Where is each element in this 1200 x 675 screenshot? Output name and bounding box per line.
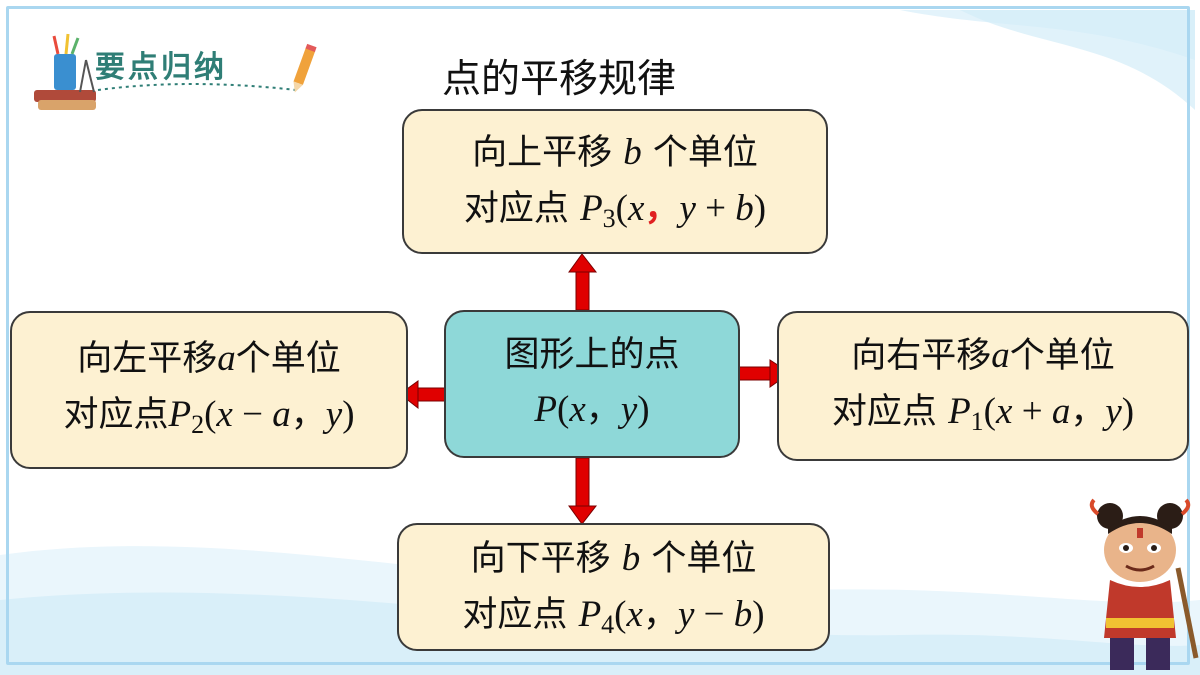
center-x: x xyxy=(569,388,586,430)
left-comma: ， xyxy=(290,394,326,435)
up-op: + xyxy=(695,187,736,229)
center-comma: ， xyxy=(585,389,621,430)
box-right-line2: 对应点 P1(x + a，y) xyxy=(779,384,1187,440)
left-text-post: 个单位 xyxy=(235,339,341,379)
left-text-pre: 向左平移 xyxy=(77,339,218,379)
down-subscript: 4 xyxy=(601,609,615,639)
right-subscript: 1 xyxy=(970,406,984,436)
down-point: P xyxy=(578,593,602,635)
box-translate-left: 向左平移a个单位 对应点P2(x − a，y) xyxy=(10,311,408,469)
down-x: x xyxy=(626,593,643,635)
box-center-point: 图形上的点 P(x，y) xyxy=(444,310,740,458)
page-title: 点的平移规律 xyxy=(442,57,677,102)
right-paren-close: ) xyxy=(1121,390,1135,432)
right-paren-open: ( xyxy=(983,390,996,432)
center-y: y xyxy=(620,388,638,430)
up-paren-open: ( xyxy=(615,187,628,229)
box-left-line1: 向左平移a个单位 xyxy=(12,331,406,387)
left-var2: a xyxy=(272,393,291,435)
down-text-pre: 向下平移 xyxy=(470,539,611,579)
right-y: y xyxy=(1105,390,1122,432)
left-y: y xyxy=(325,393,343,435)
center-paren-open: ( xyxy=(557,388,570,430)
box-left-line2: 对应点P2(x − a，y) xyxy=(12,387,406,443)
up-comma: ， xyxy=(644,188,680,229)
right-comma: ， xyxy=(1070,391,1106,432)
center-paren-close: ) xyxy=(637,388,650,430)
down-op: − xyxy=(694,593,734,635)
down-var2: b xyxy=(733,593,753,635)
right-text-post: 个单位 xyxy=(1009,336,1115,376)
pencil-cup-icon xyxy=(34,33,317,110)
left-paren-close: ) xyxy=(342,393,355,435)
up-paren-close: ) xyxy=(753,187,767,229)
right-label: 对应点 xyxy=(831,391,937,432)
badge-title: 要点归纳 xyxy=(95,50,227,85)
box-up-line1: 向上平移 b 个单位 xyxy=(404,125,826,181)
up-var2: b xyxy=(735,187,754,229)
down-paren-open: ( xyxy=(614,593,627,635)
right-op: + xyxy=(1012,390,1052,432)
up-subscript: 3 xyxy=(602,203,616,233)
center-line1: 图形上的点 xyxy=(504,335,680,375)
right-text-pre: 向右平移 xyxy=(851,336,992,376)
center-point: P xyxy=(534,388,558,430)
up-x: x xyxy=(628,187,645,229)
section-badge xyxy=(28,30,328,120)
left-x: x xyxy=(216,393,233,435)
left-paren-open: ( xyxy=(204,393,217,435)
box-translate-right: 向右平移a个单位 对应点 P1(x + a，y) xyxy=(777,311,1189,461)
left-op: − xyxy=(232,393,273,435)
up-var: b xyxy=(623,132,642,173)
down-y: y xyxy=(677,593,695,635)
down-comma: ， xyxy=(642,594,678,635)
down-paren-close: ) xyxy=(752,593,765,635)
left-var: a xyxy=(217,338,236,379)
down-label: 对应点 xyxy=(462,594,568,635)
box-up-line2: 对应点 P3(x，y + b) xyxy=(404,181,826,237)
right-x: x xyxy=(996,390,1013,432)
down-text-post: 个单位 xyxy=(651,539,757,579)
right-var: a xyxy=(991,335,1010,376)
box-down-line1: 向下平移 b 个单位 xyxy=(399,531,828,587)
up-text-pre: 向上平移 xyxy=(472,133,613,173)
box-translate-up: 向上平移 b 个单位 对应点 P3(x，y + b) xyxy=(402,109,828,254)
up-text-post: 个单位 xyxy=(652,133,758,173)
left-subscript: 2 xyxy=(191,409,205,439)
box-right-line1: 向右平移a个单位 xyxy=(779,328,1187,384)
right-var2: a xyxy=(1051,390,1071,432)
cartoon-boy-character xyxy=(1089,498,1199,670)
right-point: P xyxy=(948,390,971,432)
left-label: 对应点 xyxy=(63,394,169,435)
up-point: P xyxy=(580,187,603,229)
center-line2: P(x，y) xyxy=(446,382,738,438)
box-down-line2: 对应点 P4(x，y − b) xyxy=(399,587,828,643)
down-var: b xyxy=(621,538,641,579)
up-label: 对应点 xyxy=(463,188,569,229)
left-point: P xyxy=(168,393,192,435)
box-translate-down: 向下平移 b 个单位 对应点 P4(x，y − b) xyxy=(397,523,830,651)
up-y: y xyxy=(679,187,696,229)
